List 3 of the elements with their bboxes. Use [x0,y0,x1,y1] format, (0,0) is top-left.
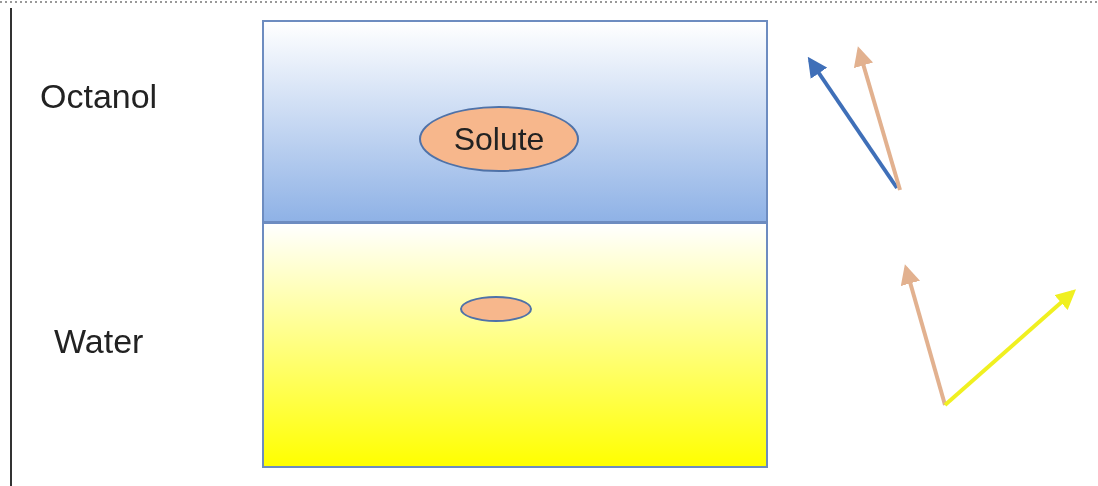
layer-label: Octanol [40,77,158,116]
layer-label: Water [54,322,144,361]
solute-label: Solute [453,120,545,158]
